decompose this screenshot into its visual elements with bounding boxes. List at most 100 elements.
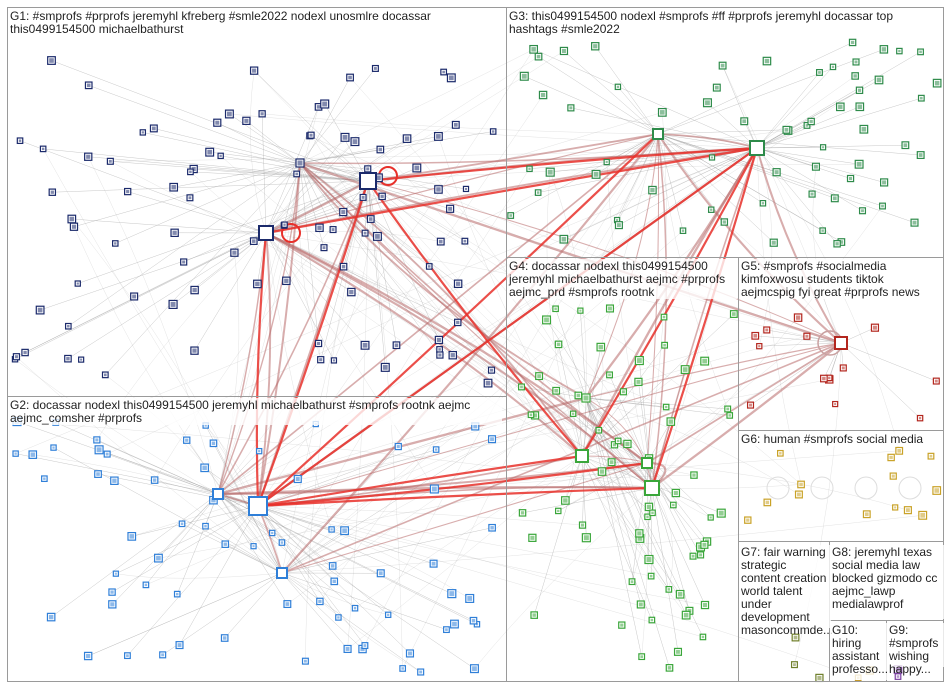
graph-node (641, 457, 653, 469)
graph-node-fill (378, 571, 383, 576)
graph-node-fill (905, 508, 910, 513)
graph-edge (756, 147, 838, 244)
graph-node-fill (211, 497, 216, 503)
graph-node-fill (876, 77, 882, 83)
graph-node-fill (583, 535, 589, 541)
graph-edge (657, 133, 764, 204)
graph-edge (88, 572, 283, 657)
graph-edge (281, 572, 363, 650)
graph-edge (581, 455, 681, 595)
graph-node-fill (520, 511, 525, 515)
graph-node-fill (608, 306, 612, 311)
graph-edge (646, 462, 701, 556)
graph-node-fill (774, 170, 779, 175)
graph-edge (71, 218, 283, 574)
graph-edge (324, 103, 369, 182)
strong-edge (257, 133, 659, 507)
graph-node-fill (718, 510, 724, 516)
graph-node-fill (646, 557, 652, 563)
graph-node-fill (822, 146, 825, 149)
graph-edge (98, 449, 219, 495)
graph-node-fill (608, 373, 611, 377)
graph-node-fill (177, 643, 182, 648)
graph-node-fill (23, 350, 27, 355)
graph-node-fill (895, 667, 901, 672)
graph-node-fill (934, 379, 938, 383)
graph-node (212, 488, 224, 500)
graph-node-fill (702, 542, 707, 547)
graph-node-fill (726, 407, 730, 411)
graph-node-fill (856, 161, 862, 167)
graph-edge (585, 336, 807, 399)
graph-node-fill (532, 613, 536, 617)
graph-edge (646, 462, 708, 542)
graph-edge (581, 369, 686, 457)
graph-node-fill (132, 294, 137, 299)
graph-node-fill (86, 83, 91, 88)
graph-node-fill (380, 194, 384, 199)
graph-edge (646, 336, 808, 464)
graph-node-fill (161, 653, 165, 657)
hub-edge (756, 147, 842, 344)
graph-edge (474, 487, 653, 669)
graph-node-fill (445, 628, 448, 631)
graph-node-fill (818, 71, 821, 74)
graph-edge (262, 113, 659, 135)
graph-node-fill (682, 367, 688, 372)
graph-node-fill (30, 452, 35, 457)
graph-node-fill (579, 309, 582, 312)
graph-node-fill (490, 526, 494, 530)
graph-node-fill (211, 441, 216, 446)
graph-node-fill (96, 447, 102, 453)
graph-node-fill (491, 130, 495, 133)
graph-node-fill (509, 214, 512, 217)
graph-edge (585, 397, 800, 495)
graph-edge (657, 133, 774, 243)
graph-node (749, 140, 765, 156)
graph-node-fill (37, 307, 43, 313)
group-label-g5: G5: #smprofs #socialmedia kimfoxwosu stu… (739, 259, 943, 299)
graph-edge (127, 191, 267, 234)
graph-node-fill (319, 358, 323, 362)
graph-edge (110, 161, 648, 464)
graph-edge (15, 453, 219, 495)
graph-node-fill (114, 242, 117, 245)
graph-node-fill (728, 414, 731, 417)
graph-edge (657, 129, 787, 135)
graph-node-fill (171, 184, 176, 190)
group-label-g3: G3: this0499154500 nodexl #smprofs #ff #… (507, 9, 911, 36)
strong-edge (265, 146, 758, 235)
graph-node-fill (822, 376, 826, 381)
graph-edge (287, 397, 587, 605)
hub-edge (265, 133, 659, 234)
graph-edge (229, 113, 758, 149)
graph-node-fill (779, 452, 782, 455)
graph-node-fill (903, 143, 908, 148)
graph-node-fill (438, 239, 443, 244)
graph-node-fill (810, 192, 814, 196)
graph-node-fill (285, 602, 290, 606)
graph-edge (257, 426, 476, 507)
graph-node-fill (297, 160, 303, 166)
graph-node-fill (14, 355, 18, 359)
graph-edge (32, 454, 219, 495)
graph-node-fill (758, 345, 761, 348)
graph-node-fill (436, 187, 441, 192)
graph-edge (265, 232, 332, 530)
graph-node-fill (857, 104, 863, 110)
graph-node-fill (207, 149, 213, 155)
graph-edge (110, 147, 758, 162)
graph-node-fill (828, 376, 831, 380)
graph-node-fill (612, 443, 617, 447)
graph-node-fill (722, 220, 726, 224)
graph-node-fill (189, 170, 192, 174)
graph-edge (756, 97, 922, 149)
graph-edge (438, 339, 648, 464)
graph-node-fill (295, 172, 298, 176)
graph-edge (651, 487, 706, 606)
graph-edge (651, 487, 674, 590)
graph-edge (154, 180, 369, 481)
graph-node-fill (599, 469, 605, 474)
graph-edge (205, 425, 283, 574)
graph-edge (217, 493, 703, 638)
